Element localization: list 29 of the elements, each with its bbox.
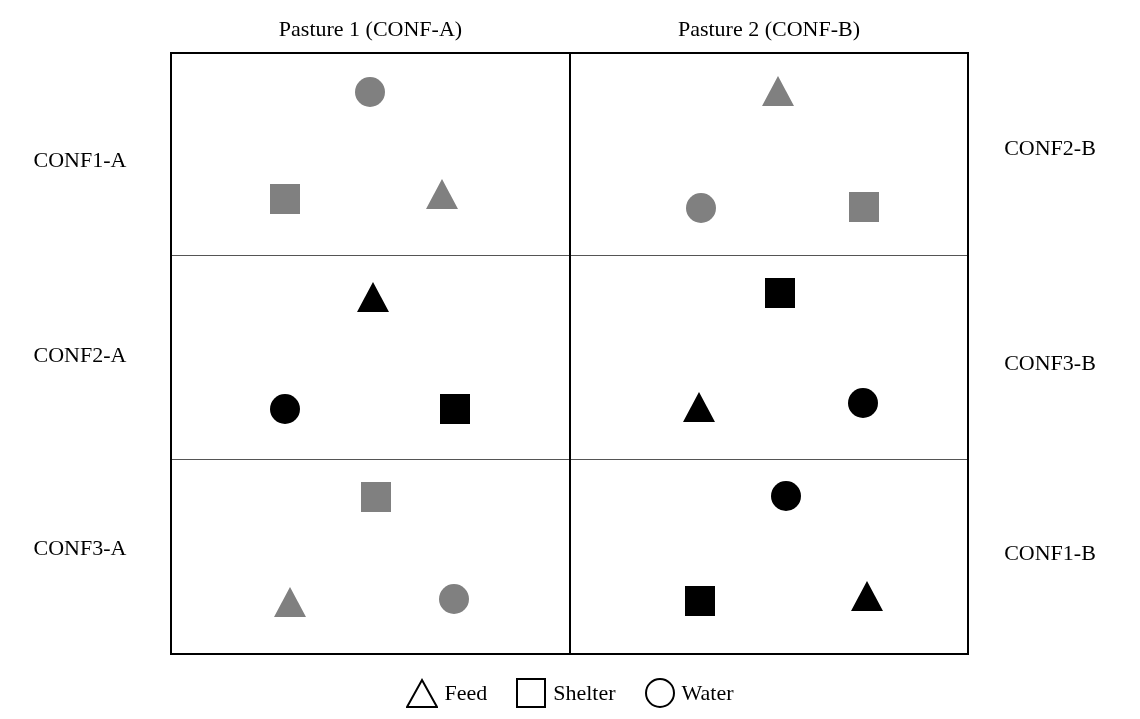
triangle-symbol (762, 76, 794, 108)
column-heading: Pasture 1 (CONF-A) (277, 15, 464, 43)
square-symbol (269, 183, 301, 215)
triangle-symbol (426, 179, 458, 211)
circle-symbol (685, 192, 717, 224)
triangle-symbol (274, 587, 306, 619)
row-label: CONF3-A (32, 534, 128, 562)
circle-symbol (770, 480, 802, 512)
legend-label: Feed (444, 679, 488, 707)
triangle-symbol (683, 392, 715, 424)
circle-symbol (354, 76, 386, 108)
square-symbol (360, 481, 392, 513)
triangle-symbol (851, 581, 883, 613)
triangle-symbol (357, 282, 389, 314)
row-label: CONF2-B (1003, 134, 1097, 162)
square-symbol (764, 277, 796, 309)
circle-symbol (438, 583, 470, 615)
row-label: CONF1-A (32, 146, 128, 174)
row-label: CONF3-B (1003, 349, 1097, 377)
row-label: CONF1-B (1003, 539, 1097, 567)
square-symbol (439, 393, 471, 425)
circle-symbol (847, 387, 879, 419)
legend-label: Shelter (553, 679, 616, 707)
square-symbol (848, 191, 880, 223)
circle-symbol (269, 393, 301, 425)
legend-label: Water (681, 679, 734, 707)
column-heading: Pasture 2 (CONF-B) (676, 15, 862, 43)
square-symbol (684, 585, 716, 617)
row-label: CONF2-A (32, 341, 128, 369)
